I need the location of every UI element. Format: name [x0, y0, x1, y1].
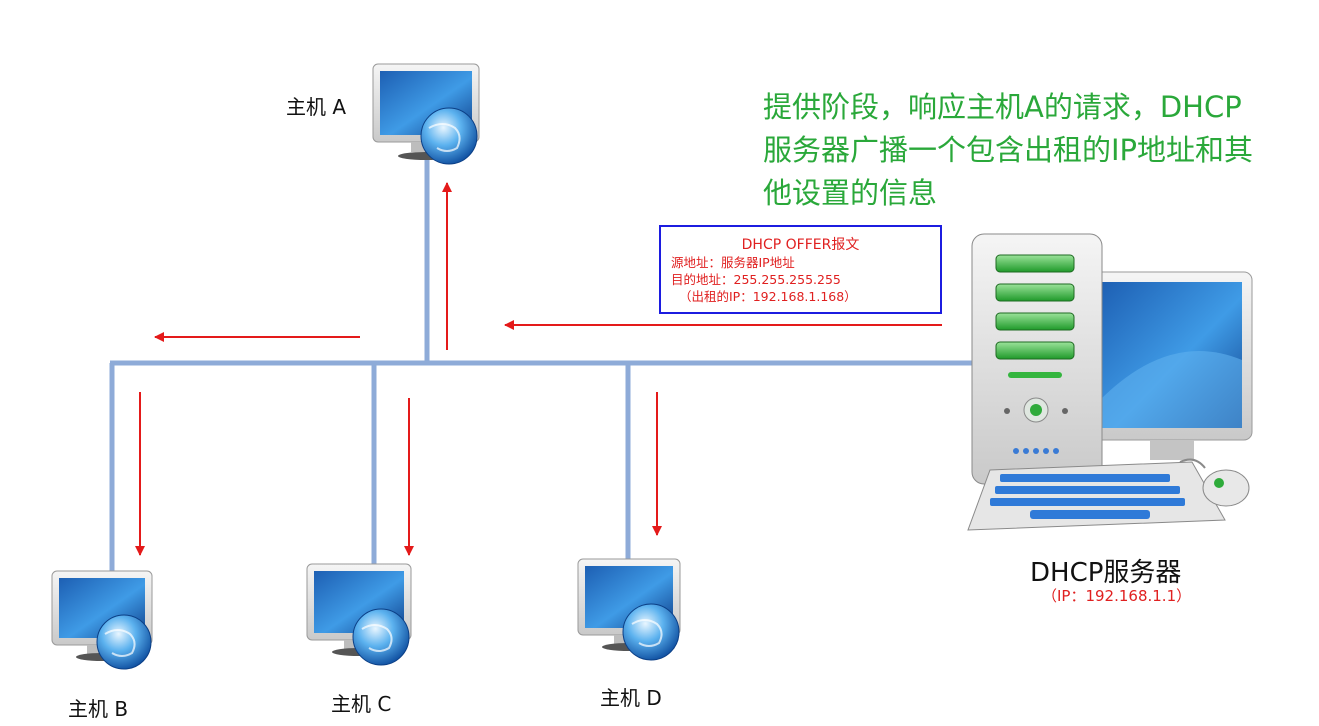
offer-leased-ip: （出租的IP：192.168.1.168）	[679, 289, 857, 304]
offer-header: DHCP OFFER报文	[741, 237, 860, 253]
broadcast-arrows	[135, 182, 942, 556]
host-a-label: 主机 A	[286, 95, 347, 119]
offer-source-address: 源地址：服务器IP地址	[671, 255, 795, 270]
dhcp-server-icon	[967, 233, 1253, 531]
server-ip-label: （IP：192.168.1.1）	[1042, 587, 1192, 605]
host-b-label: 主机 B	[68, 697, 129, 721]
stage-description: 提供阶段，响应主机A的请求，DHCP 服务器广播一个包含出租的IP地址和其 他设…	[763, 86, 1311, 215]
host-c-computer-icon	[306, 563, 412, 666]
dhcp-offer-packet-box: DHCP OFFER报文 源地址：服务器IP地址 目的地址：255.255.25…	[659, 225, 942, 314]
host-b-computer-icon	[51, 570, 153, 670]
offer-destination-address: 目的地址：255.255.255.255	[671, 272, 841, 287]
host-c-label: 主机 C	[331, 692, 392, 716]
title-line-3: 他设置的信息	[763, 176, 938, 210]
title-line-2: 服务器广播一个包含出租的IP地址和其	[763, 133, 1254, 167]
host-a-computer-icon	[372, 63, 480, 165]
network-bus	[109, 160, 975, 572]
title-line-1: 提供阶段，响应主机A的请求，DHCP	[763, 90, 1242, 124]
host-d-label: 主机 D	[600, 686, 662, 710]
host-d-computer-icon	[577, 558, 681, 661]
server-name-label: DHCP服务器	[1030, 558, 1182, 588]
